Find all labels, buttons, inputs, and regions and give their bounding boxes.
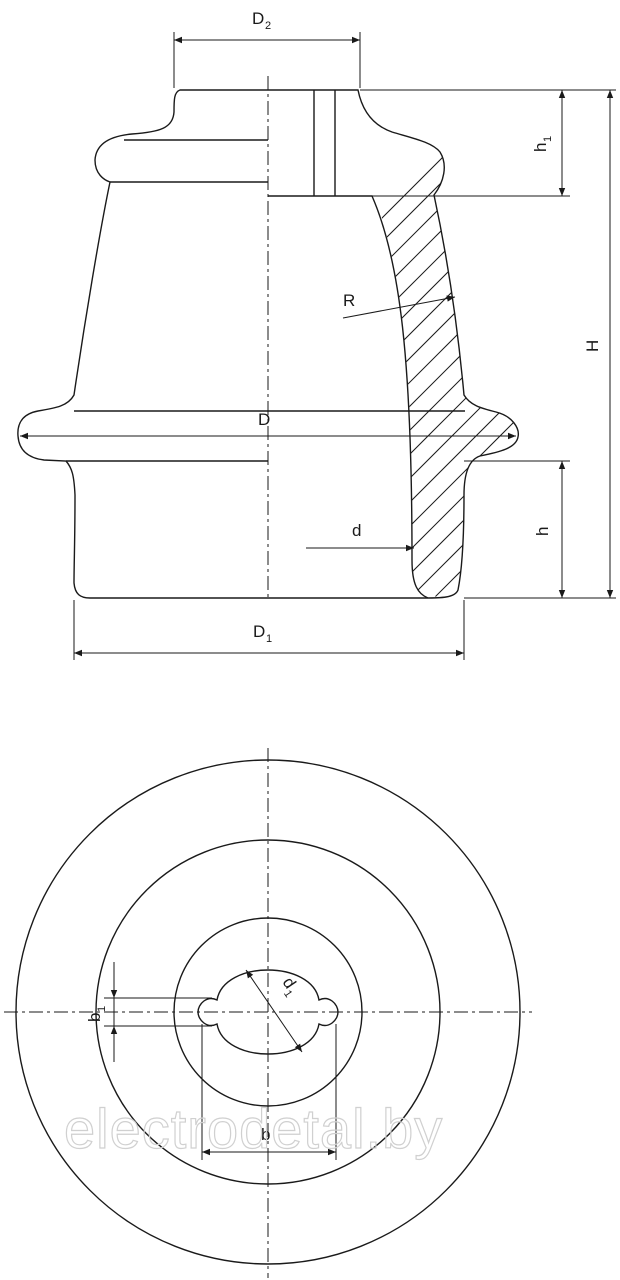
d-1-dimension-line: [245, 969, 303, 1053]
d-label: D: [258, 410, 270, 429]
keyhole-opening: [197, 969, 339, 1055]
inner-cavity-line: [268, 195, 429, 599]
d2-label-subscript: 2: [265, 20, 271, 32]
h1-label: h: [531, 143, 550, 152]
section-hatching: [335, 80, 620, 600]
hatch-line: [335, 90, 519, 597]
hatch-line: [335, 90, 519, 597]
hatch-line: [335, 90, 519, 597]
d-1-label-subscript: 1: [281, 988, 294, 1000]
b1-label: b: [85, 1013, 104, 1022]
hatch-line: [335, 90, 519, 597]
d1-label: D: [253, 622, 265, 641]
hatch-line: [335, 90, 519, 597]
h-label: h: [533, 527, 552, 536]
hatch-line: [335, 90, 519, 597]
watermark: electrodetal.by: [64, 1097, 443, 1160]
insulator-left-outline: [17, 89, 268, 599]
insulator-right-section-outline: [268, 89, 519, 599]
d1-label-subscript: 1: [266, 633, 272, 645]
hatch-line: [359, 90, 519, 597]
front-view: D 2 h 1 H h D R d: [17, 9, 620, 660]
hatch-line: [335, 90, 519, 597]
hatch-line: [335, 90, 519, 597]
d2-label: D: [252, 9, 264, 28]
hatch-line: [335, 90, 519, 597]
big-h-label: H: [583, 340, 602, 352]
r-label: R: [343, 291, 355, 310]
r-leader-line: [342, 295, 456, 319]
b1-label-subscript: 1: [96, 1006, 108, 1012]
b-label: b: [261, 1125, 270, 1144]
hatch-line: [528, 80, 620, 600]
top-view: b 1 d 1 b: [4, 748, 532, 1278]
d-small-label: d: [352, 521, 361, 540]
hatch-line: [335, 90, 519, 597]
hatch-line: [335, 90, 519, 597]
h1-label-subscript: 1: [542, 136, 554, 142]
hatch-line: [335, 90, 519, 597]
